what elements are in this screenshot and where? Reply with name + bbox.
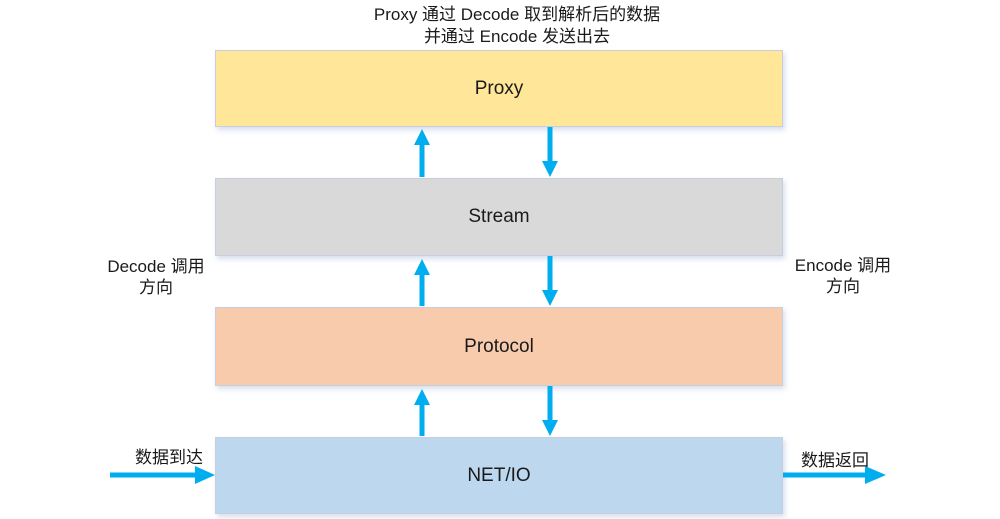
diagram-title-line1: Proxy 通过 Decode 取到解析后的数据 [373, 5, 661, 24]
layer-label-netio: NET/IO [467, 464, 531, 486]
down-arrow-stream-to-protocol-icon [542, 256, 558, 306]
data-return-label: 数据返回 [801, 451, 869, 470]
up-arrow-netio-to-protocol-icon [414, 389, 430, 436]
diagram-title: Proxy 通过 Decode 取到解析后的数据 并通过 Encode 发送出去 [217, 4, 817, 48]
decode-direction-line1: Decode 调用 [107, 257, 205, 276]
layer-box-protocol: Protocol [215, 307, 783, 386]
encode-direction-line1: Encode 调用 [794, 256, 892, 275]
diagram-title-line2: 并通过 Encode 发送出去 [423, 27, 611, 46]
layer-box-proxy: Proxy [215, 50, 783, 127]
layer-label-proxy: Proxy [474, 77, 524, 99]
data-arrival-arrow-icon [110, 466, 215, 484]
data-arrival-label: 数据到达 [135, 448, 203, 467]
up-arrow-stream-to-proxy-icon [414, 129, 430, 177]
down-arrow-protocol-to-netio-icon [542, 386, 558, 436]
encode-direction-line2: 方向 [826, 277, 860, 296]
layer-label-protocol: Protocol [464, 335, 534, 357]
down-arrow-proxy-to-stream-icon [542, 127, 558, 177]
decode-direction-line2: 方向 [139, 278, 173, 297]
up-arrow-protocol-to-stream-icon [414, 259, 430, 306]
layer-box-netio: NET/IO [215, 437, 783, 514]
layer-label-stream: Stream [468, 206, 530, 227]
layer-box-stream: Stream [215, 178, 783, 256]
encode-direction-label: Encode 调用 方向 [758, 255, 928, 297]
decode-direction-label: Decode 调用 方向 [71, 256, 241, 298]
